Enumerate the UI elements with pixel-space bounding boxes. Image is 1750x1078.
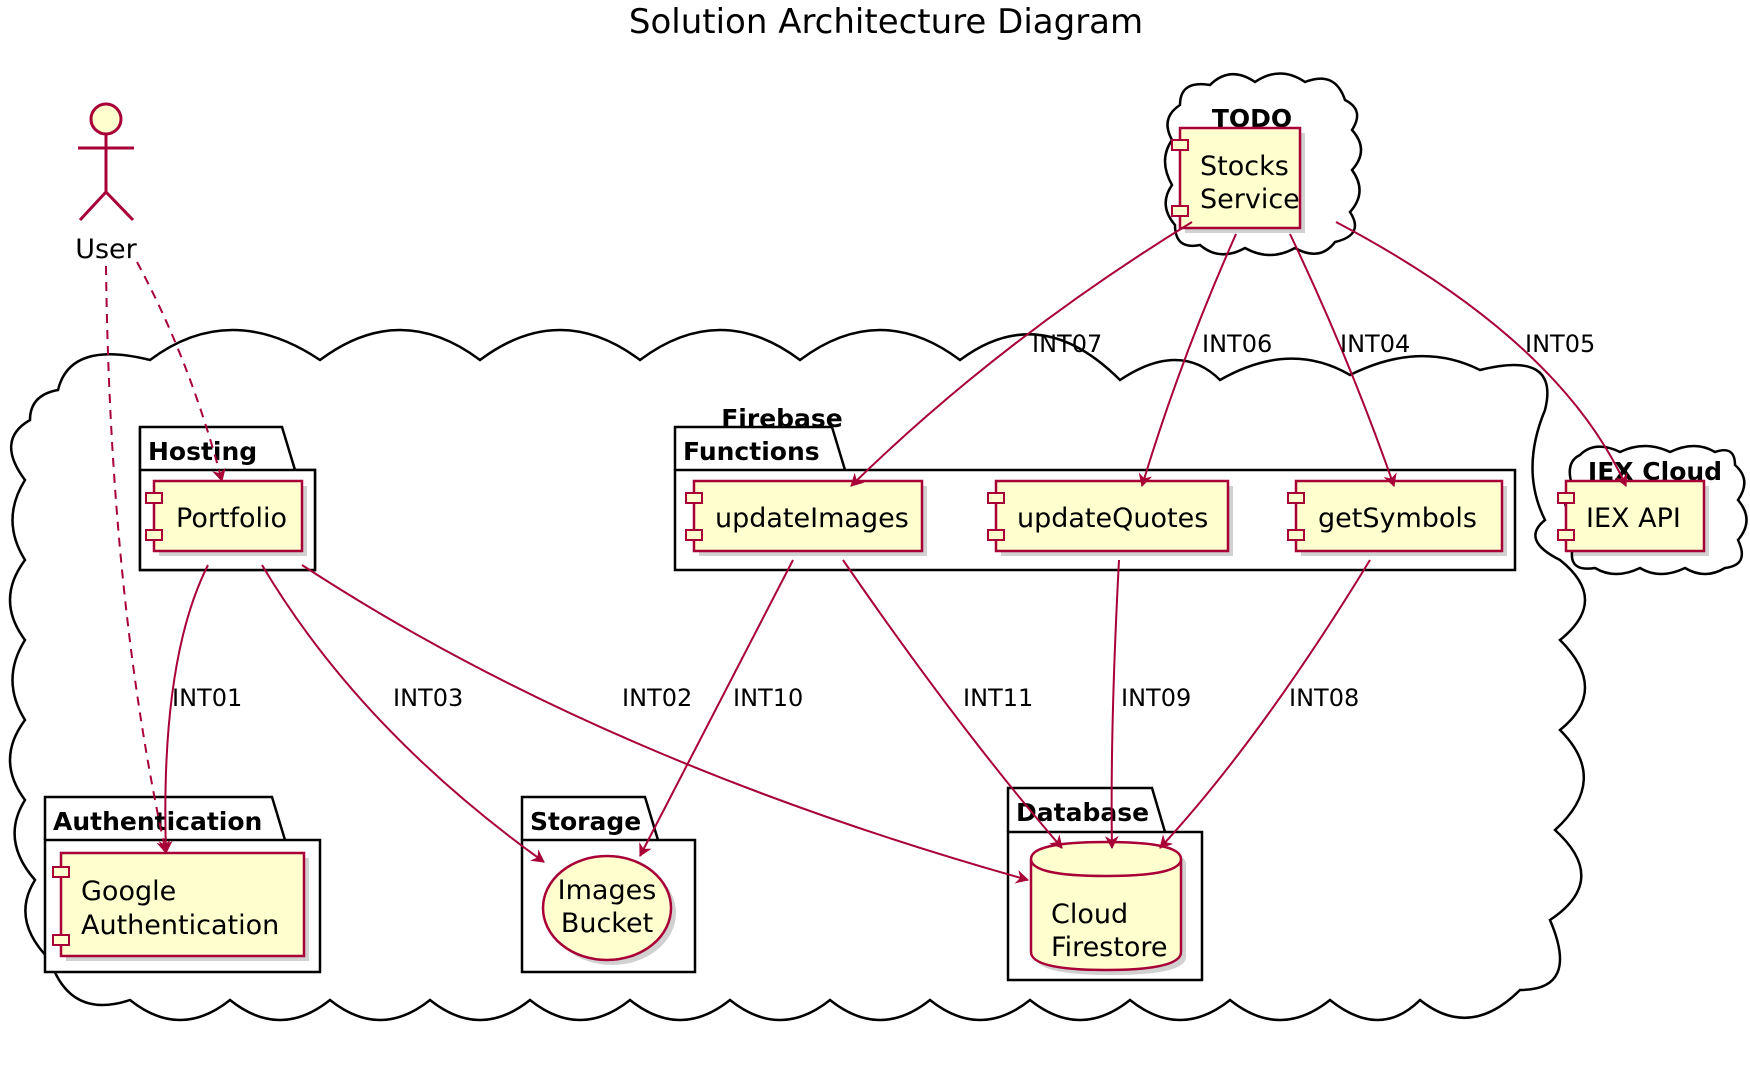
edge-int04-label: INT04 (1340, 330, 1410, 358)
google-auth-label-line1: Google (81, 876, 176, 907)
update-images-label: updateImages (715, 503, 909, 534)
edge-int08-label: INT08 (1289, 684, 1359, 712)
cloud-firestore-label-line2: Firestore (1051, 932, 1167, 963)
edge-int10 (639, 559, 794, 857)
database-package-label: Database (1016, 798, 1149, 827)
edge-int05-label: INT05 (1525, 330, 1595, 358)
edge-int02 (301, 564, 1029, 884)
user-actor-head (89, 102, 123, 136)
edge-int01-label: INT01 (172, 684, 242, 712)
images-bucket-label-line1: Images (558, 875, 657, 906)
images-bucket-storage: Images Bucket (541, 854, 676, 965)
stocks-service-label-line1: Stocks (1200, 151, 1289, 182)
edge-int06-label: INT06 (1202, 330, 1272, 358)
get-symbols-component: getSymbols (1287, 479, 1507, 556)
edge-int02-label: INT02 (622, 684, 692, 712)
portfolio-label: Portfolio (176, 503, 287, 534)
edge-int03-label: INT03 (393, 684, 463, 712)
edge-int10-label: INT10 (733, 684, 803, 712)
edge-int07-label: INT07 (1032, 330, 1102, 358)
edge-int07 (850, 221, 1193, 487)
edge-int08 (1159, 559, 1371, 849)
edge-int05 (1335, 221, 1628, 487)
update-quotes-component: updateQuotes (987, 479, 1233, 556)
user-actor: User (75, 102, 138, 265)
edge-int06 (1138, 233, 1237, 487)
user-actor-label: User (75, 234, 137, 265)
diagram-title: Solution Architecture Diagram (629, 2, 1143, 42)
edge-int03 (261, 564, 545, 863)
edge-int09 (1104, 559, 1120, 849)
google-auth-label-line2: Authentication (81, 910, 279, 941)
update-images-component: updateImages (685, 479, 927, 556)
update-quotes-label: updateQuotes (1017, 503, 1208, 534)
storage-package-label: Storage (530, 807, 641, 836)
get-symbols-label: getSymbols (1318, 503, 1477, 534)
stocks-service-label-line2: Service (1200, 184, 1300, 215)
stocks-service-component: Stocks Service (1171, 126, 1305, 233)
portfolio-component: Portfolio (145, 479, 307, 556)
edge-user-portfolio (136, 261, 226, 482)
edge-int09-label: INT09 (1121, 684, 1191, 712)
images-bucket-label-line2: Bucket (561, 908, 653, 939)
functions-package-label: Functions (683, 437, 820, 466)
iex-api-label: IEX API (1586, 503, 1681, 534)
edge-int11 (842, 559, 1063, 849)
google-authentication-component: Google Authentication (52, 851, 309, 961)
cloud-firestore-database: Cloud Firestore (1029, 840, 1186, 975)
cloud-firestore-label-line1: Cloud (1051, 899, 1128, 930)
edge-int04 (1289, 233, 1397, 487)
edge-int11-label: INT11 (963, 684, 1033, 712)
edge-int01 (158, 564, 209, 854)
iex-api-component: IEX API (1557, 479, 1709, 556)
hosting-package-label: Hosting (148, 437, 257, 466)
edge-user-google-auth (105, 265, 171, 854)
